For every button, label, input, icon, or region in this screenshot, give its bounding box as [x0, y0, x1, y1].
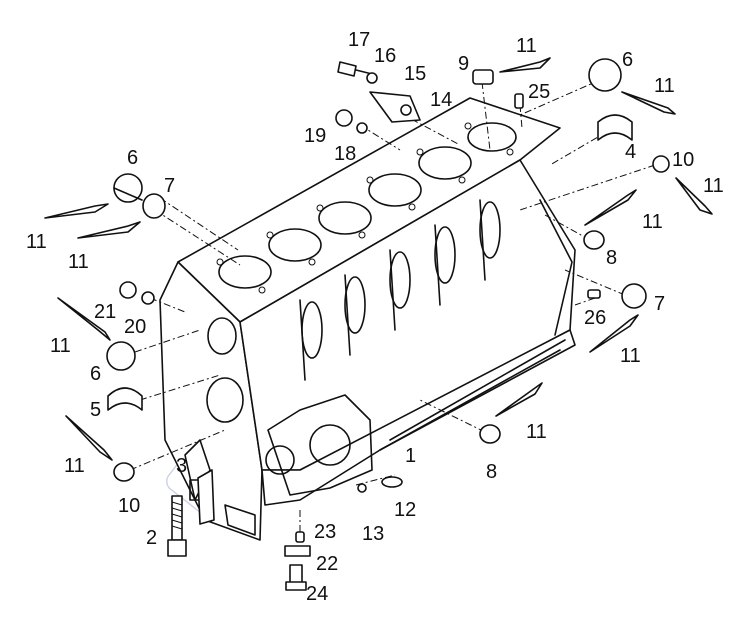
- callout-14: 14: [430, 89, 452, 111]
- callout-5: 5: [90, 399, 101, 421]
- callout-8-right: 8: [606, 247, 617, 269]
- callout-9: 9: [458, 53, 469, 75]
- callout-10-right: 10: [672, 149, 694, 171]
- assembly-lead-lines: [129, 79, 656, 535]
- callout-11-right-low: 11: [620, 345, 641, 367]
- callout-7-left: 7: [164, 175, 175, 197]
- callout-18: 18: [334, 143, 356, 165]
- callout-11-bottom-right: 11: [526, 421, 547, 443]
- callout-2: 2: [146, 527, 157, 549]
- callout-1: 1: [405, 445, 416, 467]
- callout-4: 4: [625, 141, 636, 163]
- callout-20: 20: [124, 316, 146, 338]
- callout-labels: 17 16 15 14 9 11 6 25 11 19 18 4 10 11 6…: [26, 29, 724, 605]
- callout-26: 26: [584, 307, 606, 329]
- callout-11-left-3: 11: [50, 335, 71, 357]
- callout-11-left-4: 11: [64, 455, 85, 477]
- callout-7-right: 7: [654, 293, 665, 315]
- callout-6-left-mid: 6: [90, 363, 101, 385]
- callout-16: 16: [374, 45, 396, 67]
- callout-3: 3: [176, 455, 187, 477]
- callout-11-top: 11: [516, 35, 537, 57]
- callout-25: 25: [528, 81, 550, 103]
- cylinder-block: [159, 97, 576, 541]
- sealant-tube-icons: [44, 57, 713, 461]
- callout-23: 23: [314, 521, 336, 543]
- callout-24: 24: [306, 583, 328, 605]
- callout-6-top-right: 6: [622, 49, 633, 71]
- callout-15: 15: [404, 63, 426, 85]
- callout-11-left-2: 11: [68, 251, 89, 273]
- callout-11-far-right: 11: [703, 175, 724, 197]
- callout-21: 21: [94, 301, 116, 323]
- callout-8-bottom: 8: [486, 461, 497, 483]
- callout-12: 12: [394, 499, 416, 521]
- callout-13: 13: [362, 523, 384, 545]
- callout-11-left-1: 11: [26, 231, 47, 253]
- callout-11-right-top: 11: [654, 75, 675, 97]
- callout-22: 22: [316, 553, 338, 575]
- bearing-shells-and-plugs: [106, 58, 670, 591]
- callout-6-left-top: 6: [127, 147, 138, 169]
- callout-10-left: 10: [118, 495, 140, 517]
- callout-19: 19: [304, 125, 326, 147]
- callout-17: 17: [348, 29, 370, 51]
- callout-11-right-mid: 11: [642, 211, 663, 233]
